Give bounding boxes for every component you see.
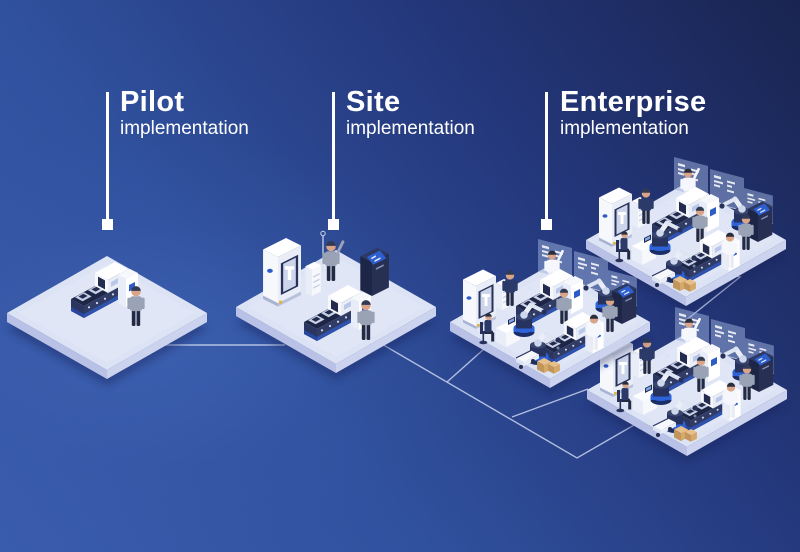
dark-machine — [360, 247, 389, 296]
stage-title: Enterprise — [560, 86, 707, 118]
connector-branch-bottom — [511, 388, 589, 418]
stage-title: Site — [346, 86, 401, 118]
site-platform-group — [236, 230, 436, 380]
stage-subtitle: implementation — [560, 118, 689, 139]
stage-pointer-line — [332, 92, 335, 219]
stage-pointer-marker — [102, 219, 113, 230]
control-cabinet — [305, 261, 321, 296]
stage-pointer-marker — [328, 219, 339, 230]
sensor-pole-top — [320, 230, 326, 237]
connector-site-enterprise — [379, 342, 649, 459]
stage-title: Pilot — [120, 86, 185, 118]
stage-subtitle: implementation — [120, 118, 249, 139]
stage-pointer-line — [545, 92, 548, 219]
stage-subtitle: implementation — [346, 118, 475, 139]
stage-pointer-marker — [541, 219, 552, 230]
cnc-machine — [263, 238, 301, 307]
pilot-platform-group — [7, 256, 207, 386]
stage-pointer-line — [106, 92, 109, 219]
